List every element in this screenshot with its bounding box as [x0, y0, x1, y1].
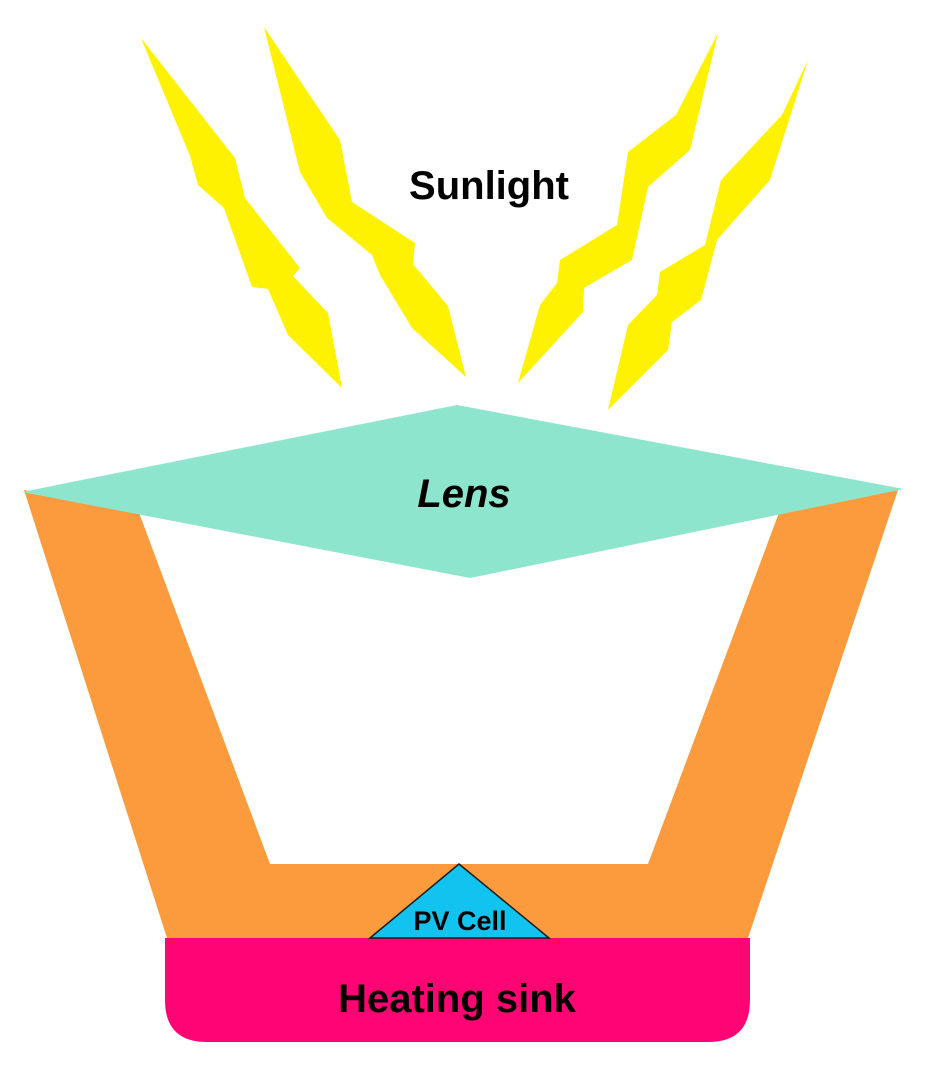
lens — [22, 405, 904, 578]
heating-sink — [165, 938, 750, 1042]
sunlight-bolt-3-icon — [518, 33, 718, 383]
reflector-frame — [24, 490, 898, 938]
sunlight-rays — [141, 27, 808, 410]
sunlight-bolt-1-icon — [141, 38, 342, 388]
lens-label: Lens — [417, 472, 510, 516]
sunlight-label: Sunlight — [409, 164, 569, 208]
pv-cell-icon — [367, 863, 552, 939]
pv-cell-label: PV Cell — [413, 906, 506, 936]
sunlight-bolt-2-icon — [264, 27, 466, 377]
heating-sink-label: Heating sink — [338, 977, 577, 1021]
sunlight-bolt-4-icon — [608, 60, 808, 410]
